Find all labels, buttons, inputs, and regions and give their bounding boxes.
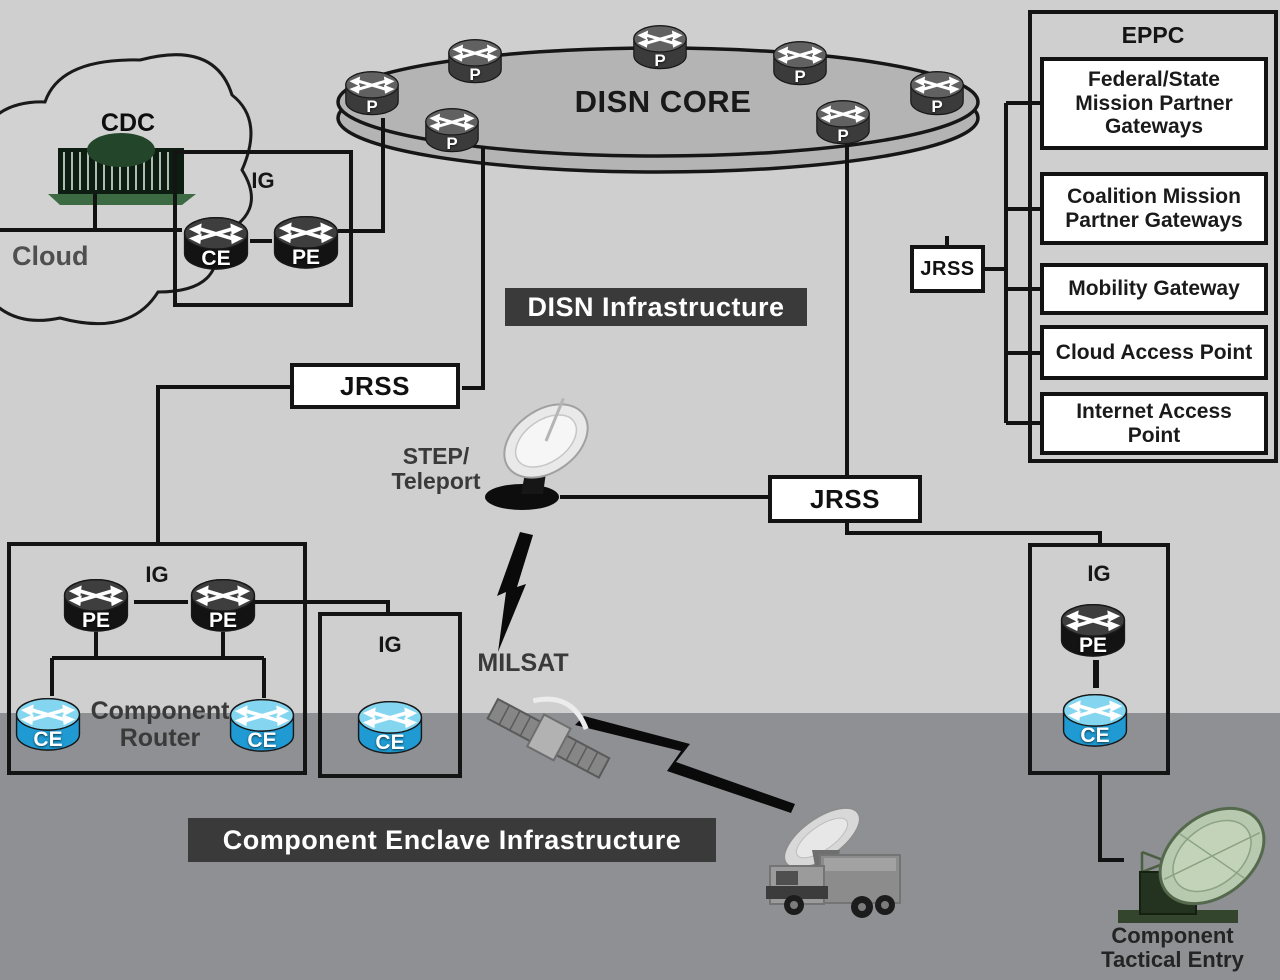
ce-router-cloud-ig: CE [178, 212, 254, 272]
p-router-label: P [931, 97, 943, 116]
ce-router-component-2: CE [224, 694, 300, 754]
satellite-truck-icon [766, 806, 901, 918]
disn-infrastructure-banner: DISN Infrastructure [505, 288, 807, 326]
step-teleport-label: STEP/ Teleport [376, 443, 496, 495]
pe-router-cloud-ig: PE [268, 211, 344, 271]
cdc-building-icon [48, 133, 196, 205]
ce-router-label: CE [201, 247, 231, 270]
gateway-box-cloud-access: Cloud Access Point [1040, 325, 1268, 380]
jrss-box-right: JRSS [768, 475, 922, 523]
p-router-label: P [469, 65, 481, 84]
gateway-box-federal-state: Federal/State Mission Partner Gateways [1040, 57, 1268, 150]
ce-router-label: CE [1080, 724, 1110, 747]
ig-box-middle: IG [318, 612, 462, 778]
component-enclave-banner: Component Enclave Infrastructure [188, 818, 716, 862]
gateway-box-internet-access: Internet Access Point [1040, 392, 1268, 455]
pe-router-label: PE [291, 246, 320, 269]
ce-router-component-1: CE [10, 693, 86, 753]
ig-box-cloud: IG [173, 150, 353, 307]
p-router-core-3: P [629, 21, 691, 71]
ig-box-tactical: IG [1028, 543, 1170, 775]
eppc-box: EPPC [1028, 10, 1278, 463]
milsat-satellite-icon [486, 696, 611, 779]
cloud-label: Cloud [12, 241, 89, 271]
p-router-core-5: P [906, 67, 968, 117]
disn-core-title: DISN CORE [574, 84, 752, 119]
lightning-bolt-milsat-truck [575, 716, 795, 813]
ce-router-tactical-ig: CE [1057, 689, 1133, 749]
ce-router-label: CE [375, 731, 405, 754]
cdc-label: CDC [100, 109, 156, 137]
pe-router-label: PE [1078, 634, 1107, 657]
p-router-label: P [366, 97, 378, 116]
p-router-core-6: P [421, 104, 483, 154]
tactical-entry-dish-icon [1118, 806, 1266, 923]
gateway-box-coalition: Coalition Mission Partner Gateways [1040, 172, 1268, 245]
ce-router-label: CE [33, 728, 63, 751]
tactical-entry-label: Component Tactical Entry [1080, 923, 1265, 973]
p-router-label: P [794, 67, 806, 86]
p-router-label: P [837, 126, 849, 145]
pe-router-tactical-ig: PE [1055, 599, 1131, 659]
step-teleport-line1: STEP/ [402, 443, 470, 469]
jrss-box-left: JRSS [290, 363, 460, 409]
pe-router-label: PE [81, 609, 110, 632]
ce-router-label: CE [247, 729, 277, 752]
pe-router-component-2: PE [185, 574, 261, 634]
p-router-label: P [654, 51, 666, 70]
jrss-box-eppc: JRSS [910, 245, 985, 293]
p-router-core-1: P [341, 67, 403, 117]
ig-label: IG [251, 168, 275, 193]
pe-router-component-1: PE [58, 574, 134, 634]
component-router-label: Component Router [80, 698, 240, 752]
ig-box-component: IG [7, 542, 307, 775]
pe-router-label: PE [208, 609, 237, 632]
step-teleport-line2: Teleport [391, 468, 481, 495]
gateway-box-mobility: Mobility Gateway [1040, 263, 1268, 315]
eppc-title: EPPC [1121, 22, 1185, 48]
p-router-core-4: P [769, 37, 831, 87]
ce-router-middle-ig: CE [352, 696, 428, 756]
milsat-label: MILSAT [477, 649, 569, 677]
p-router-label: P [446, 134, 458, 153]
p-router-core-7: P [812, 96, 874, 146]
ig-label: IG [378, 632, 402, 657]
p-router-core-2: P [444, 35, 506, 85]
ig-label: IG [1087, 561, 1111, 586]
connector-lines [0, 101, 1124, 862]
lightning-bolt-step-milsat [497, 532, 533, 652]
tactical-entry-line2: Tactical Entry [1101, 947, 1244, 973]
component-router-line2: Router [119, 724, 201, 752]
component-router-line1: Component [90, 697, 230, 725]
step-teleport-dish-icon [485, 390, 589, 510]
tactical-entry-line1: Component [1111, 923, 1234, 948]
ig-label: IG [145, 562, 169, 587]
